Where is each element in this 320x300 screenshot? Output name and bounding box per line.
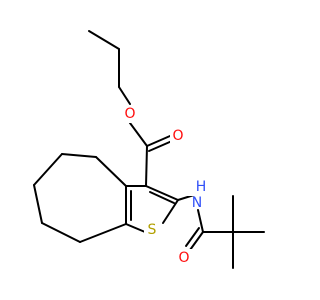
bond-propyl-c3-c2: [88, 30, 120, 50]
bond-o-ester-carbonyl-c: [129, 122, 148, 147]
atom-o-ester: O: [122, 105, 138, 123]
bond-c3a-c4: [95, 156, 127, 187]
bond-c7-c8: [41, 222, 81, 243]
atom-s-label: S: [148, 222, 157, 238]
bond-c5-c6: [33, 153, 63, 186]
bond-carbonyl-c-o-double-2: [148, 140, 173, 152]
atom-n-label: N: [192, 195, 202, 211]
bond-n-amide-c: [197, 209, 204, 233]
bond-c3-c2-inner: [149, 191, 175, 204]
bond-c6-c7: [33, 184, 43, 224]
bond-c4-c5: [61, 153, 97, 158]
bond-s-c7a: [125, 223, 146, 233]
atom-o-ester-label: O: [124, 106, 135, 122]
molecule-drawing: O O H N S O: [33, 30, 265, 269]
bond-carbonyl-c-o-double-1: [146, 135, 171, 147]
atom-nh: H N: [186, 178, 218, 211]
atom-h-label: H: [196, 179, 207, 195]
structure-diagram: O O H N S O: [33, 30, 265, 269]
atom-o-carbonyl: O: [170, 127, 186, 145]
bond-c3-c2-double: [145, 185, 179, 201]
atom-o-amide-label: O: [178, 250, 189, 266]
bond-amide-c-o-double-2: [185, 227, 200, 247]
bond-c3-carbonyl: [145, 145, 148, 187]
bond-propyl-c1-o: [118, 86, 131, 105]
bond-amide-c-o-double-1: [189, 231, 204, 251]
atom-o-amide: O: [176, 249, 192, 267]
bond-c8-c7a: [79, 223, 127, 243]
atom-o-carbonyl-label: O: [172, 128, 183, 144]
atom-s: S: [144, 221, 160, 239]
bond-c2-s: [162, 199, 179, 224]
